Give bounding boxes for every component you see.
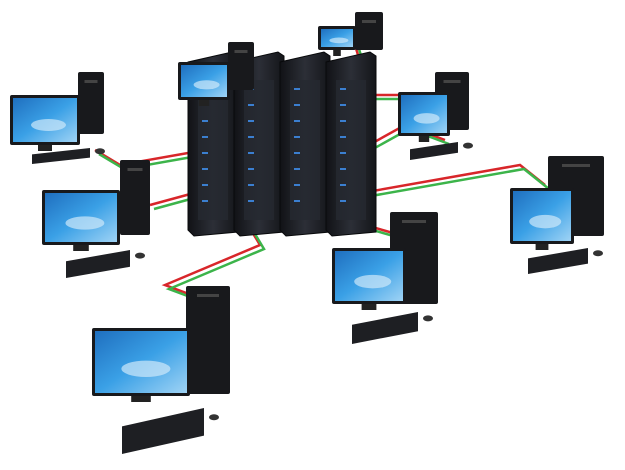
rack-led [340, 152, 346, 154]
mouse [593, 250, 603, 257]
rack-led [294, 120, 300, 122]
rack-door [244, 80, 274, 220]
rack-led [294, 200, 300, 202]
tower [186, 286, 230, 394]
rack-led [294, 168, 300, 170]
monitor-stand [535, 244, 549, 250]
drive-bay [443, 80, 461, 83]
mouse [95, 148, 105, 155]
tower [78, 72, 104, 134]
keyboard [528, 248, 588, 274]
cloud [193, 80, 220, 90]
desktop-computer-icon [92, 286, 230, 454]
mouse [209, 414, 219, 421]
rack-led [294, 88, 300, 90]
rack-led [340, 136, 346, 138]
desktop-computer-icon [332, 212, 438, 344]
monitor-stand [198, 100, 210, 106]
tower [355, 12, 383, 50]
rack-led [248, 168, 254, 170]
cloud [121, 360, 171, 377]
rack-led [294, 104, 300, 106]
rack-led [294, 152, 300, 154]
monitor-stand [361, 304, 377, 310]
keyboard [32, 148, 90, 164]
rack-led [340, 184, 346, 186]
monitor-stand [333, 50, 341, 56]
green-cable [353, 167, 550, 201]
rack-led [340, 200, 346, 202]
rack-led [294, 136, 300, 138]
tower [228, 42, 254, 90]
rack-led [202, 136, 208, 138]
desktop-computer-icon [510, 156, 604, 274]
desktop-computer-icon [10, 72, 105, 164]
tower [120, 160, 150, 235]
drive-bay [197, 294, 219, 297]
rack-led [202, 120, 208, 122]
desktop-computer-icon [318, 12, 383, 56]
monitor-stand [131, 396, 151, 402]
rack-led [248, 104, 254, 106]
cloud [529, 214, 562, 229]
rack-led [340, 120, 346, 122]
keyboard [66, 250, 130, 278]
drive-bay [127, 168, 143, 171]
drive-bay [362, 20, 376, 23]
rack-led [248, 136, 254, 138]
rack-led [340, 104, 346, 106]
drive-bay [234, 50, 248, 53]
cloud [65, 216, 105, 230]
desktop-computer-icon [398, 72, 473, 160]
monitor-stand [38, 145, 52, 151]
rack-led [340, 88, 346, 90]
rack-led [202, 184, 208, 186]
drive-bay [402, 220, 426, 223]
rack-led [294, 184, 300, 186]
drive-bay [84, 80, 98, 83]
rack-led [248, 152, 254, 154]
rack-door [336, 80, 366, 220]
cloud [329, 37, 349, 44]
computers [10, 12, 604, 454]
keyboard [352, 312, 418, 344]
desktop-computer-icon [178, 42, 254, 106]
monitor-stand [418, 136, 430, 142]
keyboard [122, 408, 204, 454]
monitor-stand [73, 245, 89, 251]
rack-led [202, 200, 208, 202]
desktop-computer-icon [42, 160, 150, 278]
cloud [413, 113, 440, 124]
rack-led [202, 168, 208, 170]
rack-led [248, 200, 254, 202]
mouse [463, 142, 473, 149]
rack-led [248, 184, 254, 186]
rack-door [290, 80, 320, 220]
rack-led [202, 152, 208, 154]
mouse [135, 252, 145, 259]
rack-led [340, 168, 346, 170]
keyboard [410, 142, 458, 160]
rack-led [248, 120, 254, 122]
cloud [354, 274, 392, 289]
cloud [31, 119, 66, 131]
drive-bay [562, 164, 590, 167]
mouse [423, 315, 433, 322]
